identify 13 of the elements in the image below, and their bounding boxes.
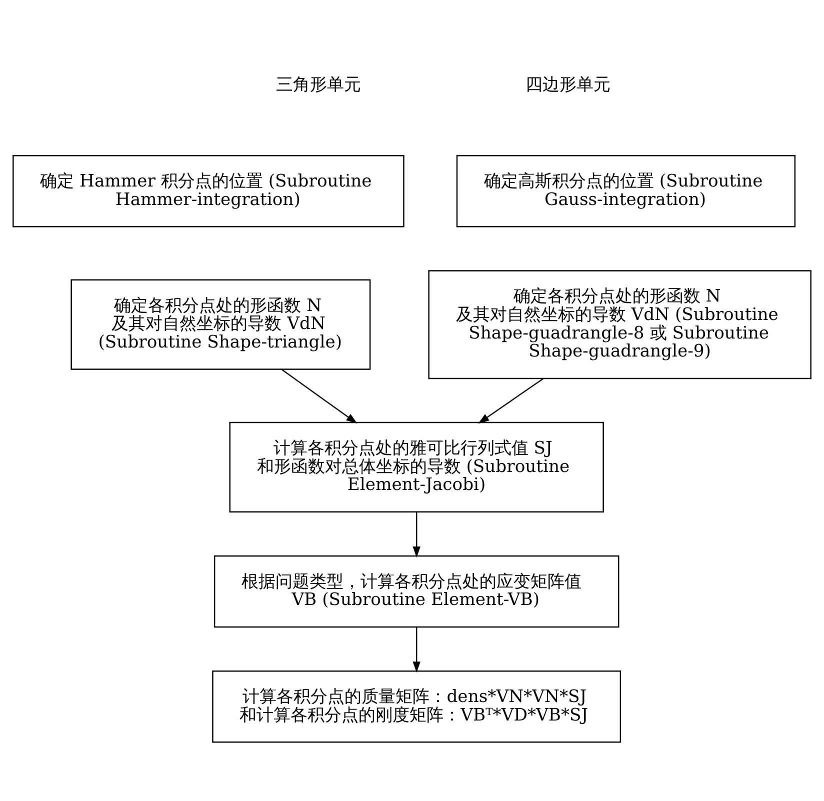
label: 三角形单元 — [276, 74, 361, 95]
node-box: 根据问题类型，计算各积分点处的应变矩阵值 VB (Subroutine Element-VB) — [214, 555, 620, 628]
arrow — [478, 378, 544, 424]
arrow — [412, 512, 420, 558]
label: 四边形单元 — [526, 74, 611, 95]
arrow — [281, 368, 358, 424]
node-box: 计算各积分点处的雅可比行列式值 SJ 和形函数对总体坐标的导数 (Subroutine Element-Jacobi) — [229, 422, 604, 513]
node-box: 确定高斯积分点的位置 (Subroutine Gauss-integration) — [456, 155, 796, 228]
node-box: 确定各积分点处的形函数 N 及其对自然坐标的导数 VdN (Subroutine Shape-triangle) — [70, 279, 371, 370]
node-box: 计算各积分点的质量矩阵：dens*VN*VN*SJ 和计算各积分点的刚度矩阵：VBᵀ*VD*VB*SJ — [212, 670, 622, 743]
arrow — [412, 627, 420, 673]
node-box: 确定各积分点处的形函数 N 及其对自然坐标的导数 VdN (Subroutine Shape-guadrangle-8 或 Subroutine Shape-guadrangle-9) — [428, 270, 812, 380]
node-box: 确定 Hammer 积分点的位置 (Subroutine Hammer-integration) — [12, 155, 404, 228]
